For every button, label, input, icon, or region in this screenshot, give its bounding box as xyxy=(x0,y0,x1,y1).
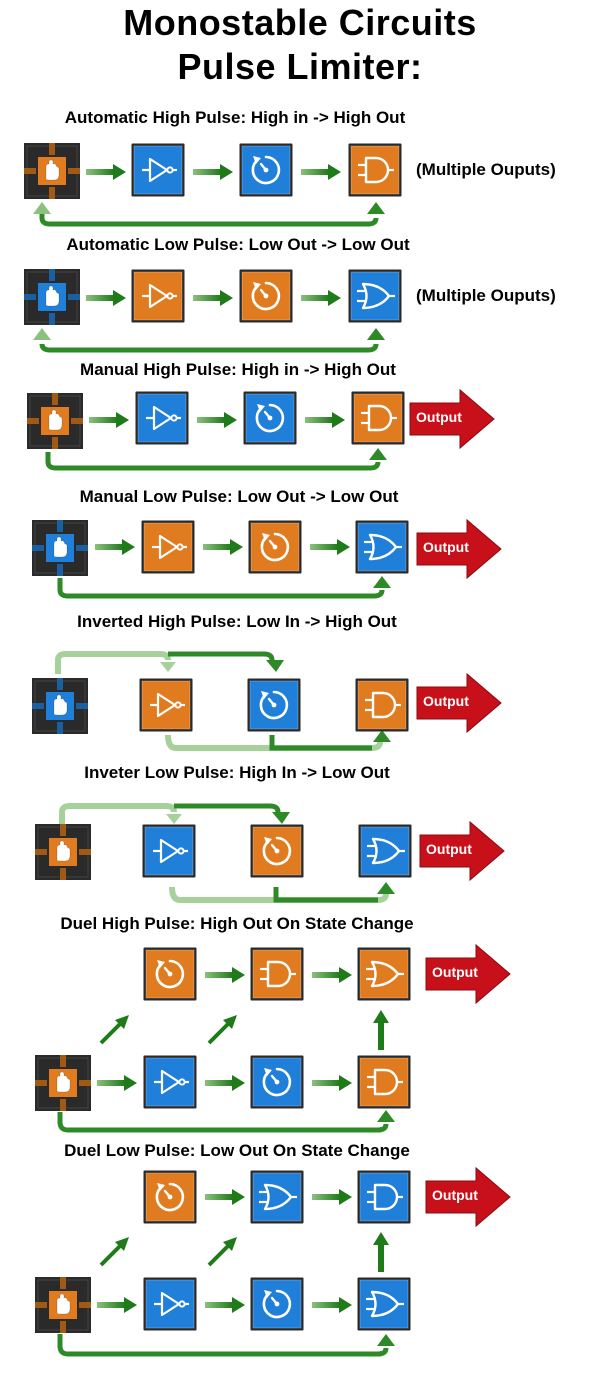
and-gate-icon[interactable] xyxy=(250,947,304,1001)
multiple-outputs-note: (Multiple Ouputs) xyxy=(416,286,556,305)
section-duel-low: Output xyxy=(0,1166,600,1370)
not-gate-icon[interactable] xyxy=(143,1277,197,1331)
timer-icon[interactable] xyxy=(143,947,197,1001)
connector-arrows xyxy=(57,1110,395,1133)
connector-arrows xyxy=(55,651,391,751)
and-gate-icon[interactable] xyxy=(348,143,402,197)
connector-arrows xyxy=(45,448,387,471)
or-gate-icon[interactable] xyxy=(357,947,411,1001)
hand-switch-icon[interactable] xyxy=(32,678,88,734)
output-label: Output xyxy=(426,841,472,857)
section-inverter-low: Output xyxy=(0,792,600,912)
hand-switch-icon[interactable] xyxy=(32,520,88,576)
timer-icon[interactable] xyxy=(250,824,304,878)
section-inverted-high: Output xyxy=(0,640,600,760)
section-title-automatic-high: Automatic High Pulse: High in -> High Ou… xyxy=(64,108,406,127)
section-title-manual-low: Manual Low Pulse: Low Out -> Low Out xyxy=(79,487,399,506)
hand-switch-icon[interactable] xyxy=(24,143,80,199)
timer-icon[interactable] xyxy=(143,1170,197,1224)
section-title-automatic-low: Automatic Low Pulse: Low Out -> Low Out xyxy=(66,235,410,254)
output-label: Output xyxy=(432,1187,478,1203)
output-label: Output xyxy=(423,693,469,709)
timer-icon[interactable] xyxy=(239,269,293,323)
hand-switch-icon[interactable] xyxy=(35,824,91,880)
connector-arrows xyxy=(59,803,395,903)
connector-arrows xyxy=(33,328,385,353)
timer-icon[interactable] xyxy=(250,1055,304,1109)
hand-switch-icon[interactable] xyxy=(24,269,80,325)
page-title-line1: Monostable Circuits xyxy=(123,2,477,43)
not-gate-icon[interactable] xyxy=(139,678,193,732)
timer-icon[interactable] xyxy=(250,1277,304,1331)
connector-arrows xyxy=(57,576,391,599)
not-gate-icon[interactable] xyxy=(131,269,185,323)
and-gate-icon[interactable] xyxy=(357,1170,411,1224)
section-manual-low: Output xyxy=(0,518,600,610)
section-title-duel-low: Duel Low Pulse: Low Out On State Change xyxy=(64,1141,410,1160)
not-gate-icon[interactable] xyxy=(143,1055,197,1109)
output-arrow: Output xyxy=(419,820,505,882)
output-label: Output xyxy=(423,539,469,555)
not-gate-icon[interactable] xyxy=(141,520,195,574)
output-arrow: Output xyxy=(425,943,511,1005)
timer-icon[interactable] xyxy=(248,520,302,574)
output-arrow: Output xyxy=(425,1166,511,1228)
or-gate-icon[interactable] xyxy=(355,520,409,574)
section-manual-high: Output xyxy=(0,388,600,480)
section-automatic-high: (Multiple Ouputs) xyxy=(0,140,600,230)
and-gate-icon[interactable] xyxy=(351,391,405,445)
or-gate-icon[interactable] xyxy=(358,824,412,878)
hand-switch-icon[interactable] xyxy=(27,393,83,449)
output-label: Output xyxy=(432,964,478,980)
timer-icon[interactable] xyxy=(239,143,293,197)
not-gate-icon[interactable] xyxy=(135,391,189,445)
not-gate-icon[interactable] xyxy=(131,143,185,197)
output-label: Output xyxy=(416,409,462,425)
section-title-manual-high: Manual High Pulse: High in -> High Out xyxy=(80,360,396,379)
and-gate-icon[interactable] xyxy=(355,678,409,732)
or-gate-icon[interactable] xyxy=(250,1170,304,1224)
output-arrow: Output xyxy=(409,388,495,450)
section-title-inverter-low: Inveter Low Pulse: High In -> Low Out xyxy=(84,763,390,782)
connector-arrows xyxy=(57,1334,395,1357)
page-title-line2: Pulse Limiter: xyxy=(177,46,423,87)
timer-icon[interactable] xyxy=(243,391,297,445)
timer-icon[interactable] xyxy=(247,678,301,732)
section-title-duel-high: Duel High Pulse: High Out On State Chang… xyxy=(60,914,414,933)
or-gate-icon[interactable] xyxy=(357,1277,411,1331)
not-gate-icon[interactable] xyxy=(142,824,196,878)
output-arrow: Output xyxy=(416,518,502,580)
multiple-outputs-note: (Multiple Ouputs) xyxy=(416,160,556,179)
or-gate-icon[interactable] xyxy=(348,269,402,323)
section-duel-high: Output xyxy=(0,943,600,1144)
hand-switch-icon[interactable] xyxy=(35,1055,91,1111)
and-gate-icon[interactable] xyxy=(357,1055,411,1109)
section-automatic-low: (Multiple Ouputs) xyxy=(0,266,600,356)
connector-arrows xyxy=(33,202,385,227)
output-arrow: Output xyxy=(416,672,502,734)
section-title-inverted-high: Inverted High Pulse: Low In -> High Out xyxy=(77,612,397,631)
hand-switch-icon[interactable] xyxy=(35,1277,91,1333)
